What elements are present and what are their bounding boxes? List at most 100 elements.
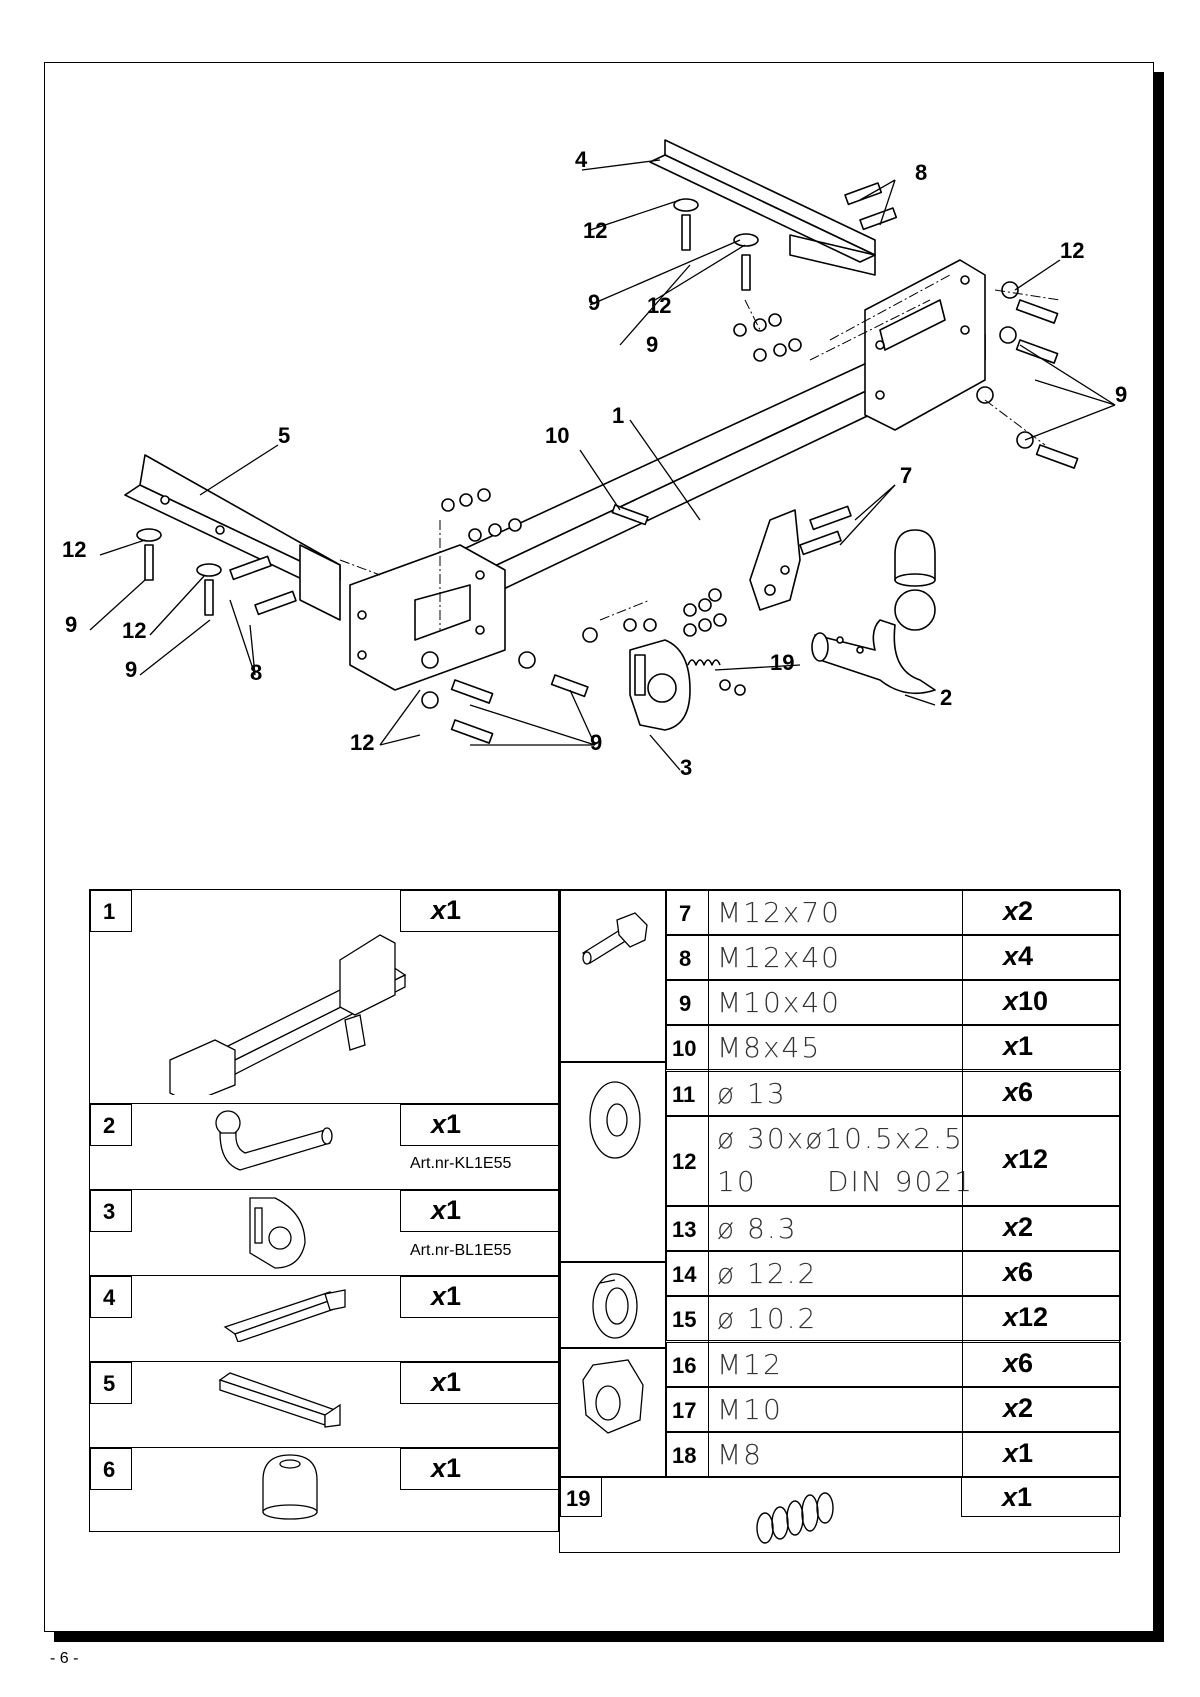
part-number: 18 [672, 1443, 697, 1468]
part-qty-cell: x1 [962, 1433, 1122, 1478]
callout-7: 7 [900, 463, 912, 488]
callout-9f: 9 [590, 730, 602, 755]
part-number: 8 [679, 946, 692, 971]
part-spec: ø 30xø10.5x2.5 [717, 1122, 964, 1155]
nut-icon [582, 1359, 644, 1434]
callout-4: 4 [575, 147, 588, 172]
part-qty-cell: x6 [962, 1072, 1122, 1117]
part-number: 19 [566, 1486, 591, 1511]
part-spec: ø 13 [717, 1077, 787, 1110]
towball-part-2 [811, 589, 936, 695]
part-qty: x1 [1003, 1438, 1034, 1468]
part-3-qty-cell: x1 [400, 1190, 560, 1232]
callout-12e: 12 [122, 618, 146, 643]
callout-9a: 9 [588, 290, 600, 315]
callout-12b: 12 [647, 293, 671, 318]
part-number-cell: 10 [667, 1026, 709, 1071]
bracket-part-5 [124, 454, 341, 621]
part-qty-cell: x2 [962, 1388, 1122, 1433]
callout-12c: 12 [1060, 238, 1084, 263]
callout-12a: 12 [583, 218, 607, 243]
part-2-row [90, 1104, 560, 1190]
part-5-number-cell: 5 [90, 1362, 132, 1404]
part-spec: M8x45 [717, 1031, 822, 1064]
part-number: 1 [103, 899, 116, 924]
part-qty-cell: x4 [962, 936, 1122, 981]
part-qty: x10 [1003, 986, 1049, 1016]
callout-8b: 8 [250, 660, 262, 685]
washer-icon [589, 1081, 641, 1159]
part-qty-cell: x12 [962, 1117, 1122, 1207]
part-number-cell: 14 [667, 1252, 709, 1297]
part-1-number-cell: 1 [90, 890, 132, 932]
callout-9b: 9 [646, 332, 658, 357]
part-number: 13 [672, 1217, 697, 1242]
callout-10: 10 [545, 423, 569, 448]
part-2-article-number: Art.nr-KL1E55 [410, 1155, 512, 1172]
part-2-number-cell: 2 [90, 1104, 132, 1146]
part-number: 6 [103, 1457, 116, 1482]
bolt-icon [582, 912, 648, 965]
part-qty: x1 [431, 1367, 462, 1397]
washer-icon-cell [560, 1062, 666, 1262]
part-row-18: 18 M8 x1 [666, 1432, 1122, 1478]
part-qty-cell: x6 [962, 1252, 1122, 1297]
part-number-cell: 18 [667, 1433, 709, 1478]
part-number-cell: 9 [667, 981, 709, 1026]
part-number: 17 [672, 1398, 697, 1423]
part-qty: x1 [431, 895, 462, 925]
part-qty: x1 [1003, 1031, 1034, 1061]
part-6-number-cell: 6 [90, 1448, 132, 1490]
part-qty: x1 [431, 1109, 462, 1139]
part-qty: x12 [1003, 1144, 1049, 1174]
part-number-cell: 7 [667, 891, 709, 936]
part-4-qty-cell: x1 [400, 1276, 560, 1318]
bolt-icon-cell [560, 890, 666, 1062]
part-number: 16 [672, 1353, 697, 1378]
part-3-article-number: Art.nr-BL1E55 [410, 1242, 512, 1259]
cap-part-6 [894, 529, 936, 587]
part-number: 11 [672, 1082, 696, 1107]
part-spec: M12x70 [717, 896, 841, 929]
part-qty: x12 [1003, 1302, 1049, 1332]
part-qty-cell: x2 [962, 1207, 1122, 1252]
part-row-14: 14 ø 12.2 x6 [666, 1251, 1122, 1297]
assembly-lines [339, 274, 1061, 630]
part-number: 14 [672, 1262, 697, 1287]
part-qty: x2 [1003, 1212, 1034, 1242]
part-number: 5 [103, 1371, 116, 1396]
part-number-cell: 16 [667, 1343, 709, 1388]
callout-5: 5 [278, 423, 290, 448]
part-spec-line2-standard: DIN 9021 [827, 1165, 974, 1198]
part-3-socket-plate-image [249, 1197, 306, 1269]
part-qty: x1 [431, 1281, 462, 1311]
part-19-row [560, 1477, 1121, 1554]
part-qty-cell: x6 [962, 1343, 1122, 1388]
part-5-qty-cell: x1 [400, 1362, 560, 1404]
callout-9e: 9 [125, 657, 137, 682]
part-spec: ø 8.3 [717, 1212, 798, 1245]
part-3-number-cell: 3 [90, 1190, 132, 1232]
part-spec: M8 [717, 1438, 763, 1471]
part-number: 7 [679, 901, 692, 926]
part-5-bracket-image [218, 1372, 341, 1428]
part-spec: ø 12.2 [717, 1257, 818, 1290]
part-6-qty-cell: x1 [400, 1448, 560, 1490]
callout-19: 19 [770, 650, 794, 675]
page-number: - 6 - [50, 1650, 79, 1667]
part-row-11: 11 ø 13 x6 [666, 1071, 1122, 1117]
part-qty: x1 [1002, 1482, 1033, 1512]
part-number-cell: 8 [667, 936, 709, 981]
callout-3: 3 [680, 755, 692, 780]
spring-washer-icon-cell [560, 1262, 666, 1348]
part-row-13: 13 ø 8.3 x2 [666, 1206, 1122, 1252]
part-number-cell: 17 [667, 1388, 709, 1433]
part-qty-cell: x1 [962, 1026, 1122, 1071]
callout-2: 2 [940, 685, 952, 710]
part-qty: x6 [1003, 1348, 1034, 1378]
